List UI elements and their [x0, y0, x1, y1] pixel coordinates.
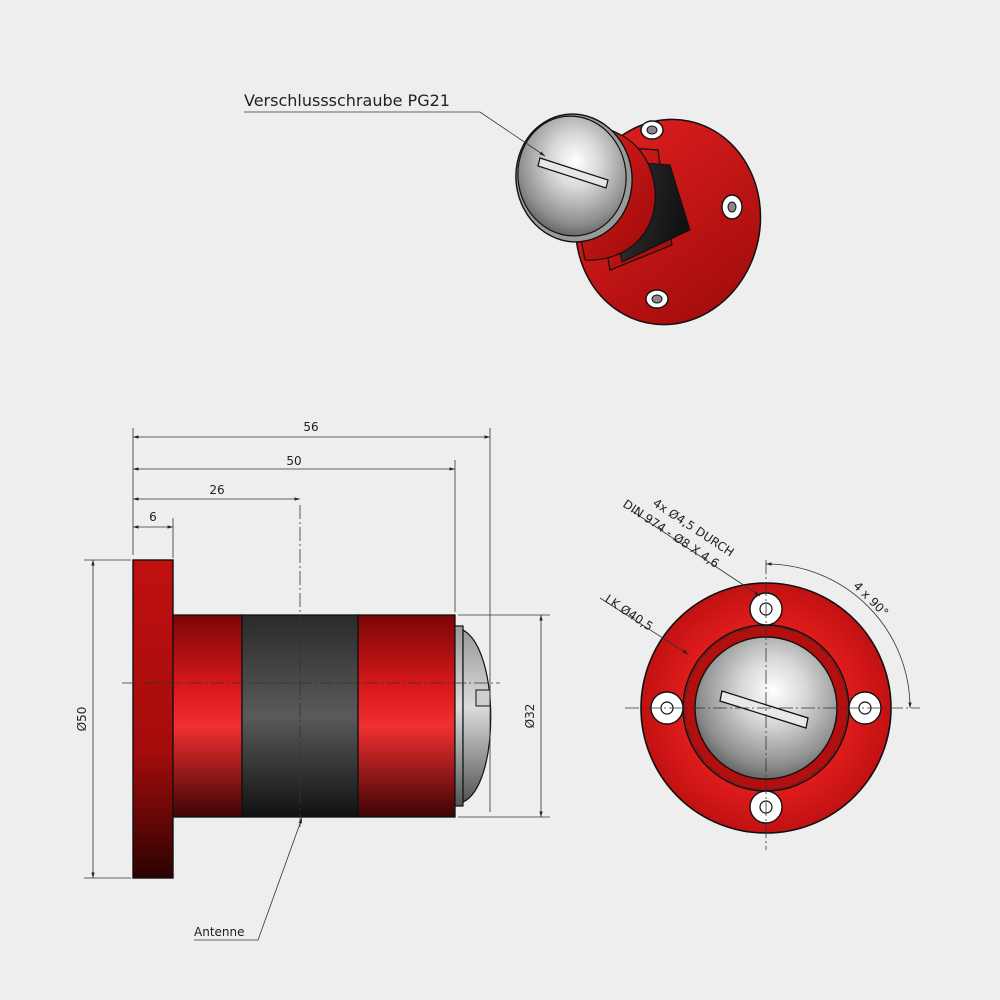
side-screw-collar — [454, 625, 464, 807]
side-view — [122, 505, 500, 879]
dim-body-length: 50 — [286, 454, 301, 468]
side-body-red-right — [357, 614, 456, 818]
dimension-56: 56 — [132, 420, 491, 812]
dim-antenna-position: 26 — [209, 483, 224, 497]
side-screw-dome — [462, 628, 492, 803]
callout-screw: Verschlussschraube PG21 — [244, 91, 546, 157]
dim-body-diameter: Ø32 — [523, 704, 537, 729]
isometric-view — [515, 113, 762, 326]
dimension-d50: Ø50 — [75, 559, 131, 879]
front-screw-slot — [719, 690, 809, 729]
callout-holes: 4x Ø4,5 DURCH DIN 974 - Ø8 X 4,6 — [620, 496, 761, 597]
dimension-50: 50 — [133, 454, 456, 612]
iso-screw-slot — [537, 157, 609, 189]
dim-flange-diameter: Ø50 — [75, 707, 89, 732]
callout-antenna-label: Antenne — [194, 925, 245, 939]
callout-bolt-circle-label: LK Ø40,5 — [602, 592, 655, 634]
callout-screw-label: Verschlussschraube PG21 — [244, 91, 450, 110]
iso-flange-holes — [640, 120, 743, 309]
dimension-d32: Ø32 — [458, 614, 550, 818]
side-body-red-left — [172, 614, 243, 818]
dim-total-length: 56 — [303, 420, 318, 434]
callout-antenna: Antenne — [194, 817, 303, 941]
dim-flange-thickness: 6 — [149, 510, 157, 524]
side-flange — [132, 559, 174, 879]
dimension-26: 26 — [133, 483, 300, 501]
dim-angle-label: 4 x 90° — [850, 579, 891, 620]
dimension-6: 6 — [133, 510, 174, 558]
